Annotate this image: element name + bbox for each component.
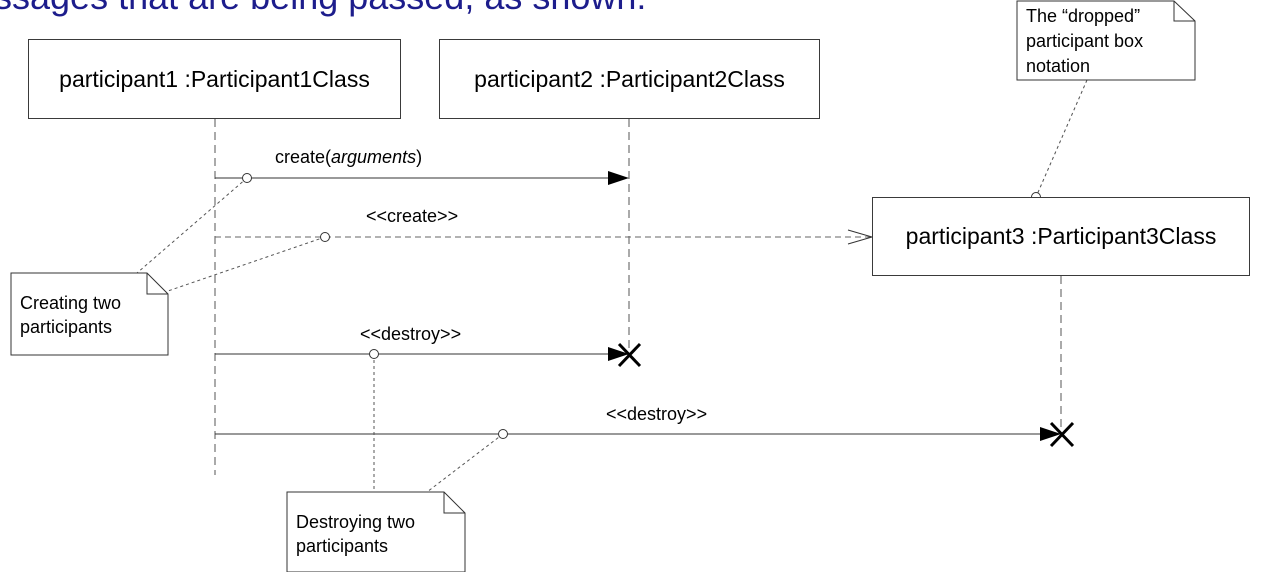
anchor-circle — [498, 429, 508, 439]
note-destroying-fold — [443, 492, 465, 514]
note-creating-line1: Creating two — [20, 293, 122, 313]
note-destroying-shape — [286, 491, 466, 572]
create-label-prefix: create( — [275, 147, 332, 167]
create-message-arrowhead — [608, 171, 629, 185]
participant1-label: participant1 :Participant1Class — [59, 65, 370, 92]
note-creating: Creating two participants — [20, 291, 121, 339]
note-creating-fold — [146, 273, 168, 295]
note-destroying-line1: Destroying two — [296, 512, 416, 532]
destroy1-label: <<destroy>> — [360, 324, 462, 344]
note-dropped-line1: The “dropped” — [1026, 6, 1141, 26]
destroy1-x-marker — [617, 342, 642, 368]
anchor-circle — [369, 349, 379, 359]
participant2-label: participant2 :Participant2Class — [474, 65, 785, 92]
connector-creating-2 — [164, 236, 326, 293]
connector-dropped — [1035, 79, 1088, 198]
note-dropped-fold — [1173, 1, 1195, 22]
create-stereo-label: <<create>> — [366, 206, 459, 226]
note-destroying-line2: participants — [296, 536, 389, 556]
destroy2-arrowhead — [1040, 427, 1061, 441]
connector-creating-1 — [136, 177, 248, 274]
note-destroying: Destroying two participants — [296, 510, 415, 558]
connector-destroying-2 — [426, 433, 504, 493]
note-dropped-shape — [1016, 0, 1196, 81]
note-dropped: The “dropped” participant box notation — [1026, 4, 1143, 79]
note-dropped-line2: participant box — [1026, 31, 1144, 51]
create-label-suffix: ) — [416, 147, 423, 167]
participant3-box: participant3 :Participant3Class — [872, 197, 1250, 276]
note-creating-line2: participants — [20, 317, 113, 337]
anchor-circle — [320, 232, 330, 242]
note-dropped-line3: notation — [1026, 56, 1091, 76]
note-creating-shape — [10, 272, 169, 356]
participant1-box: participant1 :Participant1Class — [28, 39, 401, 119]
destroy1-arrowhead — [608, 347, 629, 361]
page-heading: ssages that are being passed, as shown: — [0, 0, 646, 18]
participant2-box: participant2 :Participant2Class — [439, 39, 820, 119]
participant3-label: participant3 :Participant3Class — [905, 223, 1217, 249]
destroy2-x-marker — [1049, 421, 1075, 448]
create-message-label: create(arguments) — [275, 147, 422, 168]
destroy2-label: <<destroy>> — [606, 404, 708, 424]
anchor-circle — [242, 173, 252, 183]
create-label-argument: arguments — [331, 147, 417, 167]
